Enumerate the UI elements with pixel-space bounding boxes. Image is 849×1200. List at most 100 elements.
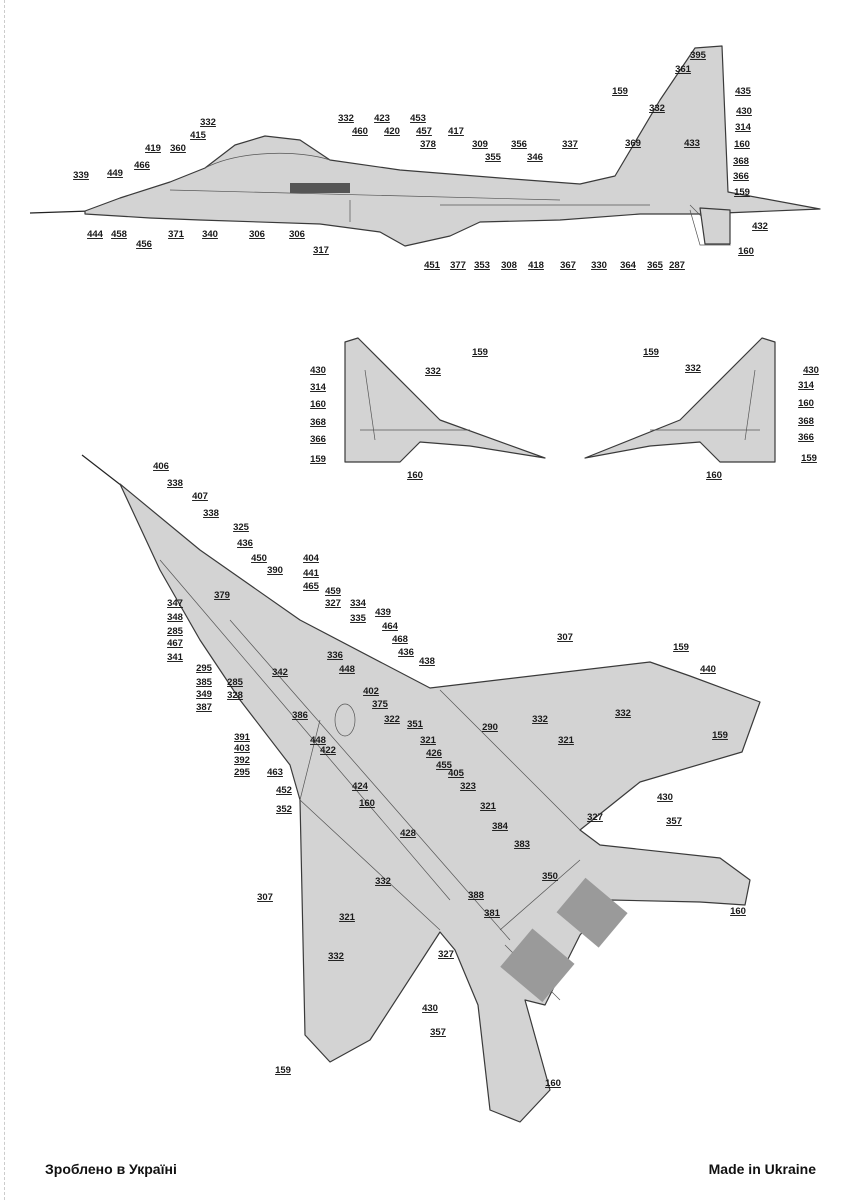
plan-view-callout-label: 404 xyxy=(303,553,320,564)
plan-view-callout-label: 159 xyxy=(275,1065,291,1076)
tail-left-callout-label: 332 xyxy=(425,366,441,377)
plan-view-callout-label: 441 xyxy=(303,568,320,579)
side-view-callout-label: 308 xyxy=(501,260,517,271)
plan-view-callout-label: 440 xyxy=(700,664,716,675)
plan-view-callout-label: 424 xyxy=(352,781,369,792)
side-view-callout-label: 444 xyxy=(87,229,104,240)
plan-view-callout-label: 328 xyxy=(227,690,243,701)
plan-view-callout-label: 383 xyxy=(514,839,530,850)
footer-made-in-ukraine-ua: Зроблено в Україні xyxy=(45,1161,177,1177)
plan-view-callout-label: 385 xyxy=(196,677,213,688)
side-view-callout-label: 160 xyxy=(738,246,754,257)
plan-view-callout-label: 430 xyxy=(422,1003,438,1014)
plan-view-callout-label: 285 xyxy=(167,626,184,637)
tail-right-callout-label: 430 xyxy=(803,365,819,376)
plan-view-callout-label: 459 xyxy=(325,586,341,597)
plan-view-callout-label: 464 xyxy=(382,621,399,632)
side-view-callout-label: 460 xyxy=(352,126,368,137)
plan-engine-nozzle-left xyxy=(500,928,575,1003)
plan-view-callout-label: 322 xyxy=(384,714,400,725)
side-view-callout-label: 339 xyxy=(73,170,89,181)
side-view-callout-label: 340 xyxy=(202,229,218,240)
plan-view-callout-label: 349 xyxy=(196,689,212,700)
plan-view-callout-label: 375 xyxy=(372,699,389,710)
plan-view-callout-label: 430 xyxy=(657,792,673,803)
side-view-callout-label: 355 xyxy=(485,152,502,163)
plan-view-callout-label: 386 xyxy=(292,710,308,721)
side-view-callout-label: 306 xyxy=(249,229,265,240)
side-view-callout-label: 368 xyxy=(733,156,749,167)
plan-view-callout-label: 307 xyxy=(257,892,273,903)
tail-right-fin xyxy=(584,337,776,463)
side-view-callout-label: 430 xyxy=(736,106,752,117)
side-view-callout-label: 378 xyxy=(420,139,436,150)
plan-view-callout-label: 295 xyxy=(196,663,213,674)
tail-right-callout-label: 368 xyxy=(798,416,814,427)
side-view-callout-label: 435 xyxy=(735,86,752,97)
plan-view-callout-label: 336 xyxy=(327,650,343,661)
tail-left-callout-label: 160 xyxy=(407,470,423,481)
plan-view-callout-label: 350 xyxy=(542,871,558,882)
side-view-callout-label: 366 xyxy=(733,171,749,182)
plan-view-callout-label: 436 xyxy=(237,538,253,549)
tail-left-fin xyxy=(344,337,546,463)
tail-right-callout-label: 159 xyxy=(643,347,659,358)
plan-view-callout-label: 357 xyxy=(430,1027,446,1038)
page-edge-line xyxy=(4,0,6,1200)
side-view-callout-label: 423 xyxy=(374,113,390,124)
side-view-callout-label: 419 xyxy=(145,143,161,154)
plan-view-callout-label: 388 xyxy=(468,890,484,901)
plan-view-callout-label: 321 xyxy=(339,912,356,923)
side-view-callout-label: 332 xyxy=(649,103,665,114)
side-view-callout-label: 330 xyxy=(591,260,607,271)
tail-left-view xyxy=(344,337,546,463)
side-view-callout-label: 417 xyxy=(448,126,464,137)
side-view-aircraft xyxy=(29,45,821,247)
side-panel-lines xyxy=(169,152,731,246)
plan-view-callout-label: 381 xyxy=(484,908,501,919)
plan-view-callout-label: 384 xyxy=(492,821,509,832)
plan-view-callout-label: 387 xyxy=(196,702,212,713)
side-view-callout-label: 432 xyxy=(752,221,768,232)
plan-view-callout-label: 321 xyxy=(420,735,437,746)
plan-view-callout-label: 159 xyxy=(712,730,728,741)
plan-view-callout-label: 455 xyxy=(436,760,453,771)
tail-right-callout-label: 366 xyxy=(798,432,814,443)
plan-view-callout-label: 295 xyxy=(234,767,251,778)
side-view-callout-label: 337 xyxy=(562,139,578,150)
footer-made-in-ukraine-en: Made in Ukraine xyxy=(708,1161,816,1177)
plan-view-callout-label: 338 xyxy=(167,478,183,489)
plan-view-callout-label: 321 xyxy=(558,735,575,746)
plan-pitot-probe xyxy=(81,454,123,487)
side-view-callout-label: 369 xyxy=(625,138,641,149)
side-view-callout-label: 317 xyxy=(313,245,329,256)
plan-view-callout-label: 402 xyxy=(363,686,379,697)
plan-view-callout-label: 335 xyxy=(350,613,367,624)
tail-left-callout-label: 159 xyxy=(472,347,488,358)
plan-view-callout-label: 348 xyxy=(167,612,183,623)
tail-right-view xyxy=(584,337,776,463)
tail-left-callout-label: 159 xyxy=(310,454,326,465)
side-view-callout-label: 361 xyxy=(675,64,692,75)
plan-view-callout-label: 406 xyxy=(153,461,169,472)
plan-view-callout-label: 465 xyxy=(303,581,320,592)
plan-view-callout-label: 323 xyxy=(460,781,476,792)
side-view-callout-label: 395 xyxy=(690,50,707,61)
side-view-callout-label: 360 xyxy=(170,143,186,154)
plan-view-callout-label: 468 xyxy=(392,634,408,645)
plan-engine-nozzle-right xyxy=(556,877,628,948)
pitot-probe xyxy=(29,210,91,214)
side-view-callout-label: 420 xyxy=(384,126,400,137)
tail-left-callout-label: 314 xyxy=(310,382,327,393)
plan-view-callout-label: 352 xyxy=(276,804,292,815)
plan-view-callout-label: 159 xyxy=(673,642,689,653)
side-view-callout-label: 371 xyxy=(168,229,185,240)
plan-view-callout-label: 338 xyxy=(203,508,219,519)
tail-right-callout-label: 332 xyxy=(685,363,701,374)
plan-view-callout-label: 290 xyxy=(482,722,498,733)
plan-view-callout-label: 327 xyxy=(587,812,603,823)
plan-view-callout-label: 332 xyxy=(375,876,391,887)
plan-view-callout-label: 332 xyxy=(328,951,344,962)
plan-hatch xyxy=(334,703,356,737)
